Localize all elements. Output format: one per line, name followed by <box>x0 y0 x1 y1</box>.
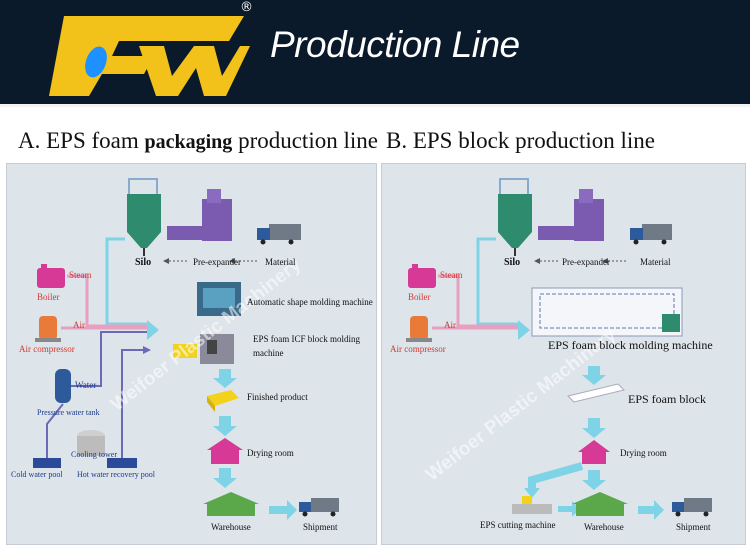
shipment-b-label: Shipment <box>676 522 711 532</box>
block-molding-label: EPS foam block molding machine <box>548 338 713 352</box>
material-b-label: Material <box>640 257 671 267</box>
drying-room-b-label: Drying room <box>620 448 667 458</box>
air-compressor-a-icon <box>35 316 61 342</box>
water-label: Water <box>75 380 97 390</box>
section-b-title: B. EPS block production line <box>386 128 655 153</box>
shipment-a-label: Shipment <box>303 522 338 532</box>
air-a-label: Air <box>73 320 85 330</box>
warehouse-b-icon <box>572 492 628 516</box>
section-a-title-bold: packaging <box>144 131 233 153</box>
panel-a-diagram <box>33 178 339 520</box>
foam-block-label: EPS foam block <box>628 392 706 406</box>
material-truck-a-icon <box>257 224 301 245</box>
shape-molding-label: Automatic shape molding machine <box>247 297 373 307</box>
icf-molding-machine-icon <box>173 334 234 364</box>
air-compressor-a-label: Air compressor <box>19 344 75 354</box>
section-a-title-suffix: production line <box>238 128 378 153</box>
material-truck-b-icon <box>630 224 672 245</box>
cutting-machine-label: EPS cutting machine <box>480 520 556 530</box>
cold-water-pool-label: Cold water pool <box>11 470 63 479</box>
pre-expander-a-icon <box>167 189 232 241</box>
header-divider <box>0 104 750 107</box>
pre-expander-a-label: Pre-expander <box>193 257 241 267</box>
foam-block-icon <box>567 383 625 403</box>
air-b-label: Air <box>444 320 456 330</box>
silo-a-icon <box>127 194 161 256</box>
panel-b: Weifoer Plastic Machinery Silo Pre-expan… <box>381 163 746 545</box>
boiler-b-icon <box>408 264 436 288</box>
air-compressor-b-label: Air compressor <box>390 344 446 354</box>
drying-room-a-icon <box>207 438 243 464</box>
cooling-tower-icon <box>77 430 105 456</box>
cutting-machine-icon <box>512 496 552 514</box>
finished-product-icon <box>207 390 239 412</box>
boiler-b-label: Boiler <box>408 292 431 302</box>
pre-expander-b-icon <box>538 189 604 241</box>
page-title: Production Line <box>270 24 520 65</box>
cold-water-pool-icon <box>33 458 61 468</box>
silo-b-icon <box>498 194 532 256</box>
registered-mark: ® <box>240 0 253 15</box>
cooling-tower-label: Cooling tower <box>71 450 117 459</box>
drying-room-a-label: Drying room <box>247 448 294 458</box>
block-molding-machine-icon <box>531 287 683 337</box>
boiler-a-label: Boiler <box>37 292 60 302</box>
shipment-truck-a-icon <box>299 498 339 517</box>
steam-a-label: Steam <box>69 270 92 280</box>
material-a-label: Material <box>265 257 296 267</box>
warehouse-a-label: Warehouse <box>211 522 251 532</box>
section-a-title: A. EPS foam packaging production line <box>18 128 378 154</box>
steam-b-label: Steam <box>440 270 463 280</box>
air-compressor-b-icon <box>406 316 432 342</box>
warehouse-b-label: Warehouse <box>584 522 624 532</box>
hot-water-pool-label: Hot water recovery pool <box>77 470 155 479</box>
icf-molding-label-1: EPS foam ICF block molding <box>253 334 361 344</box>
icf-molding-label-2: machine <box>253 348 284 358</box>
pressure-water-tank-label: Pressure water tank <box>37 408 100 417</box>
fw-logo <box>49 16 250 96</box>
warehouse-a-icon <box>203 492 259 516</box>
hot-water-pool-icon <box>107 458 137 468</box>
shape-molding-machine-icon <box>197 282 241 316</box>
drying-room-b-icon <box>578 440 610 464</box>
finished-product-label: Finished product <box>247 392 308 402</box>
panel-a: Weifoer Plastic Machinery Silo Pre-expan… <box>6 163 377 545</box>
shipment-truck-b-icon <box>672 498 712 517</box>
silo-a-label: Silo <box>135 257 152 268</box>
silo-b-label: Silo <box>504 257 521 268</box>
boiler-a-icon <box>37 264 65 288</box>
panel-b-diagram <box>406 178 712 520</box>
pre-expander-b-label: Pre-expander <box>562 257 610 267</box>
section-a-title-prefix: A. EPS foam <box>18 128 139 153</box>
pressure-water-tank-icon <box>55 369 71 403</box>
